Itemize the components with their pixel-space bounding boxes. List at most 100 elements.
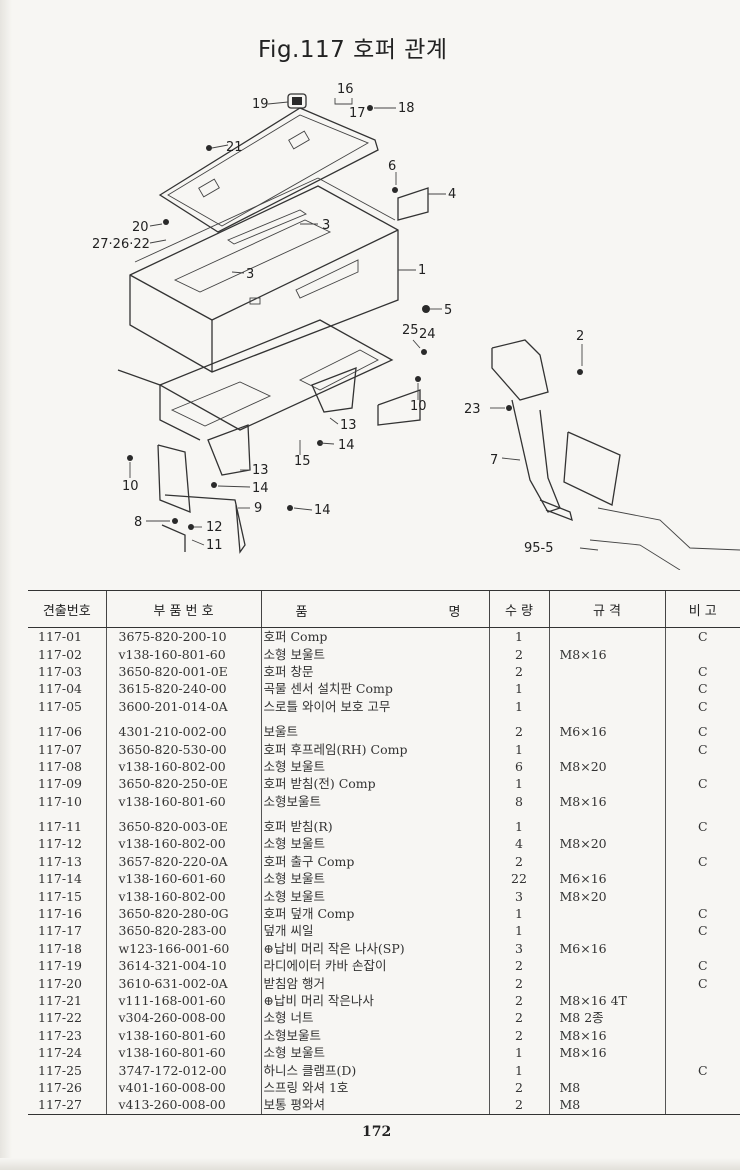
cell-spec: M8 2종 (548, 1009, 665, 1027)
cell-quantity: 2 (488, 957, 549, 975)
cell-part-number: v138-160-801-60 (105, 1026, 261, 1044)
cell-part-number: v138-160-802-00 (105, 757, 261, 776)
cell-part-name: 곡물 센서 설치판 Comp (260, 680, 489, 698)
cell-note: C (664, 974, 740, 992)
cell-index: 117-15 (38, 888, 82, 904)
cell-index: 117-08 (38, 758, 82, 774)
callout-label: 9 (254, 501, 262, 516)
cell-spec (548, 775, 665, 793)
cell-part-number: 3610-631-002-0A (105, 974, 261, 992)
cell-part-name: 소형 보울트 (260, 1043, 489, 1062)
callout-label: 7 (490, 453, 498, 468)
cell-spec (548, 957, 665, 975)
cell-part-name: 호퍼 Comp (260, 627, 489, 646)
callout-label: 23 (464, 402, 481, 417)
callout-label: 27·26·22 (92, 237, 150, 252)
cell-quantity: 2 (488, 1009, 549, 1027)
callout-label: 24 (419, 327, 436, 342)
cell-part-name: 소형 너트 (260, 1009, 489, 1027)
cell-part-number: 4301-210-002-00 (105, 714, 261, 741)
callout-label: 95-5 (524, 541, 554, 556)
cell-spec (548, 662, 665, 681)
cell-part-number: 3650-820-283-00 (105, 922, 261, 940)
cell-quantity: 3 (488, 887, 549, 905)
cell-spec: M8×20 (548, 887, 665, 905)
cell-quantity: 1 (488, 1061, 549, 1079)
cover-handle (287, 93, 307, 109)
table-header-row: 견출번호 부 품 번 호 품 명 수 량 규 격 비 고 (28, 590, 740, 628)
header-spec: 규 격 (548, 590, 665, 628)
cell-part-name: 소형 보울트 (260, 887, 489, 905)
cell-index: 117-13 (38, 853, 82, 869)
callout-label: 10 (410, 399, 427, 414)
cell-part-name: 보통 평와셔 (260, 1096, 489, 1115)
cell-part-name: 소형 보울트 (260, 645, 489, 663)
cell-note: C (664, 922, 740, 940)
callout-label: 4 (448, 187, 456, 202)
cell-spec (548, 904, 665, 923)
callout-label: 3 (322, 218, 330, 233)
callout-label: 12 (206, 520, 223, 535)
cell-part-name: 보울트 (260, 714, 489, 741)
cell-quantity: 2 (488, 974, 549, 992)
header-part-number: 부 품 번 호 (105, 590, 261, 628)
cell-index: 117-20 (38, 975, 82, 991)
page-bottom-edge (0, 1158, 740, 1170)
cell-quantity: 2 (488, 1078, 549, 1097)
cell-quantity: 22 (488, 870, 549, 888)
cell-index: 117-17 (38, 923, 82, 939)
cell-quantity: 6 (488, 757, 549, 776)
cell-part-number: v138-160-802-00 (105, 887, 261, 905)
header-note: 비 고 (664, 590, 740, 628)
cell-note: C (664, 1061, 740, 1079)
leader-lines (129, 98, 599, 551)
cell-quantity: 1 (488, 740, 549, 758)
cell-note: C (664, 627, 740, 646)
cell-part-name: ⊕납비 머리 작은 나사(SP) (260, 939, 489, 958)
cell-part-name: 스프링 와셔 1호 (260, 1078, 489, 1097)
cell-index: 117-18 (38, 940, 82, 956)
callout-label: 1 (418, 263, 426, 278)
cell-part-number: v304-260-008-00 (105, 1009, 261, 1027)
cell-note: C (664, 680, 740, 698)
cell-index: 117-10 (38, 793, 82, 809)
cell-part-number: v138-160-801-60 (105, 1043, 261, 1062)
cell-note: C (664, 697, 740, 715)
header-part-name-left: 품 (295, 605, 308, 620)
cell-spec (548, 852, 665, 871)
cell-spec: M8×20 (548, 757, 665, 776)
cell-note (664, 870, 740, 888)
cell-note (664, 1078, 740, 1097)
hopper-body (129, 177, 399, 373)
cell-spec (548, 974, 665, 992)
cell-index: 117-09 (38, 776, 82, 792)
cell-quantity: 1 (488, 904, 549, 923)
exploded-parts-diagram: 1 2 3 3 4 5 6 7 8 9 10 10 11 12 13 13 14… (92, 82, 740, 570)
cell-part-number: v138-160-802-00 (105, 835, 261, 853)
cell-index: 117-06 (38, 724, 82, 740)
cell-part-name: 소형 보울트 (260, 835, 489, 853)
cell-spec (548, 740, 665, 758)
cell-quantity: 2 (488, 645, 549, 663)
cell-quantity: 2 (488, 991, 549, 1010)
cell-note: C (664, 852, 740, 871)
cell-part-number: 3675-820-200-10 (105, 627, 261, 646)
cell-spec (548, 697, 665, 715)
callout-label: 17 (349, 106, 366, 121)
cell-part-number: v401-160-008-00 (105, 1078, 261, 1097)
callout-label: 10 (122, 479, 139, 494)
cell-note: C (664, 904, 740, 923)
cell-part-name: 받침암 행거 (260, 974, 489, 992)
cell-part-number: 3650-820-003-0E (105, 809, 261, 836)
lower-brackets (157, 389, 421, 554)
cell-spec (548, 1061, 665, 1079)
cell-note (664, 835, 740, 853)
cell-spec: M8×20 (548, 835, 665, 853)
